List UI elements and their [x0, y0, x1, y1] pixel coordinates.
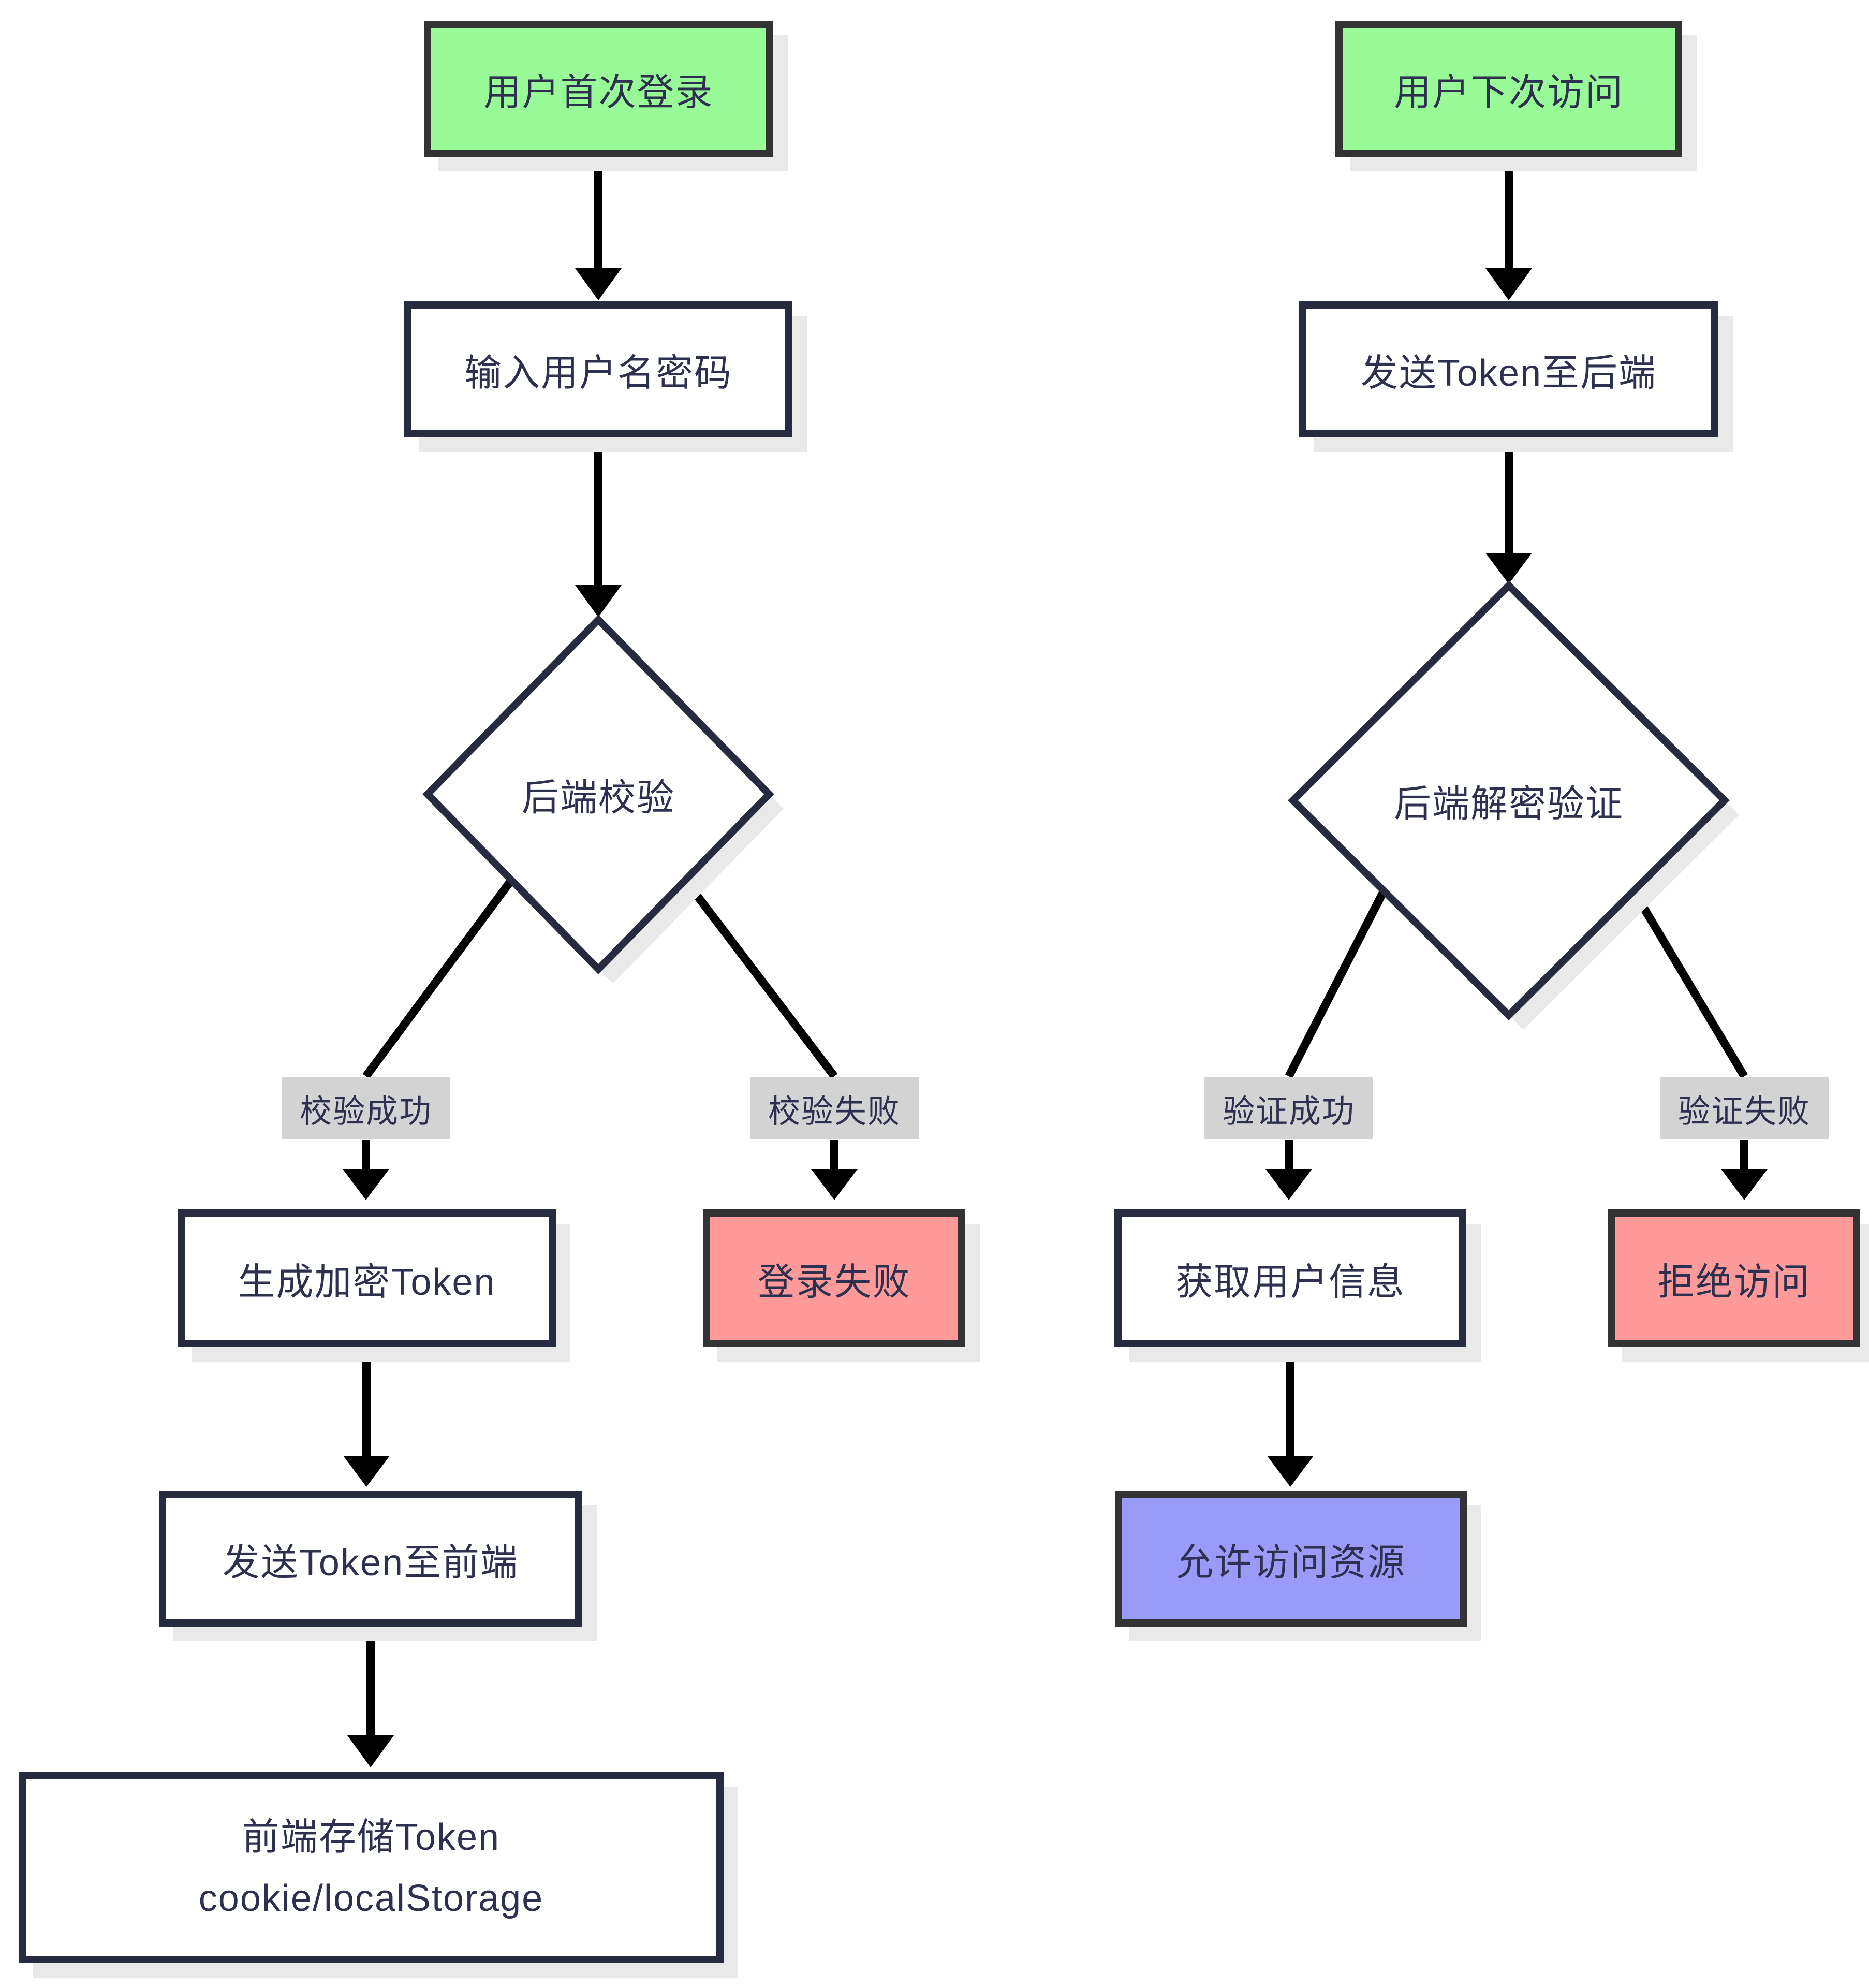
edge-fail-label-to-login-fail	[811, 1140, 858, 1200]
edge-label-text: 验证失败	[1677, 1094, 1811, 1130]
edge-credentials-to-verify	[575, 438, 622, 617]
arrowhead	[1485, 268, 1532, 300]
arrowhead	[1721, 1169, 1768, 1200]
edge-label-text: 验证成功	[1222, 1094, 1355, 1130]
edge-label-validate-success: 验证成功	[1204, 1077, 1373, 1139]
decision-backend-decrypt-verify-label: 后端解密验证	[1393, 783, 1624, 825]
edge-label-validate-fail: 验证失败	[1660, 1077, 1829, 1139]
decision-backend-verify	[422, 614, 784, 984]
node-send-token-frontend: 发送Token至前端	[159, 1491, 582, 1627]
edge-verify-to-fail-label	[682, 878, 838, 1079]
node-label: 获取用户信息	[1175, 1261, 1405, 1303]
node-label: 登录失败	[757, 1261, 911, 1303]
arrowhead	[347, 1735, 394, 1767]
node-label: 发送Token至后端	[1360, 353, 1657, 394]
edge-label-verify-success: 校验成功	[282, 1077, 450, 1139]
node-generate-token: 生成加密Token	[178, 1209, 556, 1347]
node-label-line2: cookie/localStorage	[198, 1877, 544, 1919]
edge-label-text: 校验成功	[299, 1094, 432, 1130]
node-label: 拒绝访问	[1657, 1261, 1811, 1303]
node-label: 输入用户名密码	[464, 353, 732, 394]
node-send-token-backend: 发送Token至后端	[1299, 301, 1718, 437]
decision-backend-decrypt-verify	[1288, 580, 1739, 1030]
node-get-user-info: 获取用户信息	[1114, 1209, 1466, 1347]
node-enter-credentials: 输入用户名密码	[404, 301, 792, 437]
edge-fail-label-to-deny	[1721, 1140, 1768, 1200]
arrowhead	[343, 1169, 389, 1200]
edge-user-info-to-allow	[1267, 1348, 1314, 1487]
edge-send-backend-to-decrypt	[1485, 438, 1532, 584]
node-label: 生成加密Token	[238, 1261, 496, 1303]
edge-send-frontend-to-store	[347, 1628, 394, 1767]
node-label: 发送Token至前端	[222, 1542, 519, 1584]
edge-decrypt-to-success-label	[1285, 889, 1388, 1078]
node-user-first-login: 用户首次登录	[424, 21, 773, 157]
arrowhead	[575, 585, 622, 617]
node-label: 允许访问资源	[1175, 1542, 1406, 1584]
node-deny-access: 拒绝访问	[1608, 1209, 1860, 1347]
arrowhead	[811, 1169, 858, 1200]
edge-success-label-to-generate-token	[343, 1140, 389, 1200]
edge-success-label-to-user-info	[1265, 1140, 1312, 1200]
edge-next-visit-to-send-backend	[1485, 158, 1532, 300]
edge-decrypt-to-fail-label	[1630, 889, 1748, 1079]
node-user-next-visit: 用户下次访问	[1335, 21, 1682, 157]
node-label: 用户下次访问	[1393, 72, 1624, 113]
edge-label-text: 校验失败	[768, 1094, 901, 1130]
edge-verify-to-success-label	[362, 878, 515, 1079]
edge-first-login-to-credentials	[575, 158, 622, 300]
arrowhead	[1267, 1456, 1314, 1487]
node-label: 用户首次登录	[483, 72, 714, 113]
node-allow-access: 允许访问资源	[1115, 1491, 1467, 1627]
arrowhead	[1485, 553, 1532, 584]
arrowhead	[1265, 1169, 1312, 1200]
node-label-line1: 前端存储Token	[242, 1816, 501, 1858]
node-frontend-store-token: 前端存储Token cookie/localStorage	[19, 1772, 724, 1963]
node-login-fail: 登录失败	[703, 1209, 965, 1347]
edge-label-verify-fail: 校验失败	[750, 1077, 919, 1139]
arrowhead	[575, 268, 622, 300]
edge-generate-token-to-send-frontend	[343, 1348, 390, 1487]
arrowhead	[343, 1456, 390, 1487]
decision-backend-verify-label: 后端校验	[521, 777, 675, 819]
